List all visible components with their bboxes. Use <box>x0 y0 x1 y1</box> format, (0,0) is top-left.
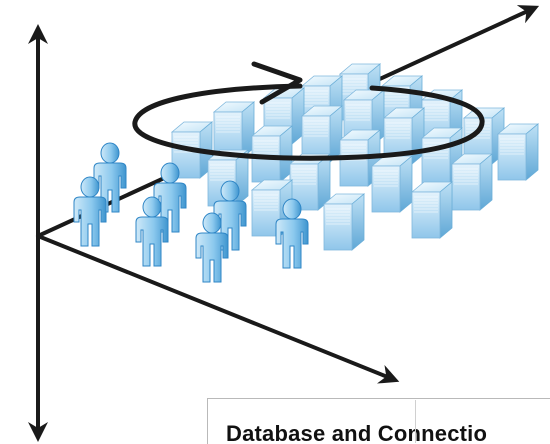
server-icon <box>251 125 293 183</box>
caption-title: Database and Connectio <box>226 421 488 444</box>
server-icon <box>411 181 453 239</box>
server-icon <box>323 193 365 251</box>
rotation-loop-arrow-icon <box>132 61 485 161</box>
server-icon <box>371 155 413 213</box>
diagonal-axis-arrow-icon <box>36 234 400 384</box>
caption-panel: Database and Connectio <box>207 398 550 444</box>
server-icon <box>497 123 539 181</box>
server-icon <box>451 153 493 211</box>
caption-divider <box>415 400 416 443</box>
